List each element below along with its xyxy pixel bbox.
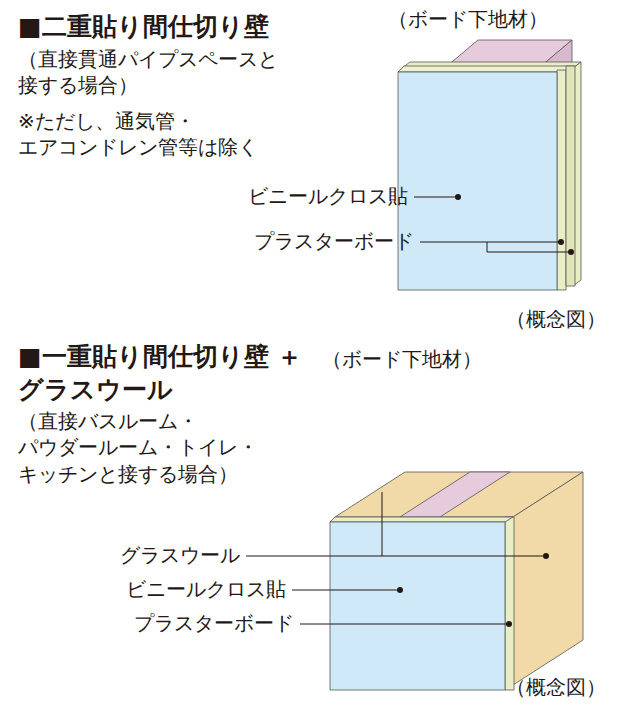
- board-stud: [400, 472, 510, 517]
- leader-dots: [397, 194, 574, 627]
- part-name: ビニールクロス貼: [248, 183, 408, 209]
- part-name: グラスウール: [120, 542, 240, 568]
- glass-wool-side: [513, 472, 583, 685]
- plasterboard-top: [398, 66, 575, 72]
- vinyl-cloth-panel: [330, 522, 505, 690]
- caption: （概念図）: [506, 674, 606, 700]
- leader-lines: [246, 197, 571, 624]
- part-name: ビニールクロス貼: [126, 576, 286, 602]
- plasterboard-edge: [557, 70, 566, 290]
- note: （直接バスルーム・ パウダールーム・トイレ・ キッチンと接する場合）: [18, 408, 278, 487]
- part-name: （ボード下地材）: [388, 6, 548, 32]
- plasterboard-edge: [505, 517, 514, 690]
- section-title: ■一重貼り間仕切り壁 ＋グラスウール: [18, 340, 318, 406]
- plasterboard-edge: [566, 66, 575, 286]
- part-name: プラスターボード: [134, 610, 294, 636]
- note: （直接貫通パイプスペースと 接する場合）: [18, 46, 308, 99]
- section-title: ■二重貼り間仕切り壁: [18, 10, 269, 43]
- note: ※ただし、通気管・ エアコンドレン管等は除く: [18, 108, 280, 161]
- part-name: プラスターボード: [254, 228, 414, 254]
- part-name: （ボード下地材）: [322, 346, 482, 372]
- vinyl-cloth-panel: [398, 72, 557, 290]
- caption: （概念図）: [506, 306, 606, 332]
- plasterboard-top: [330, 517, 513, 522]
